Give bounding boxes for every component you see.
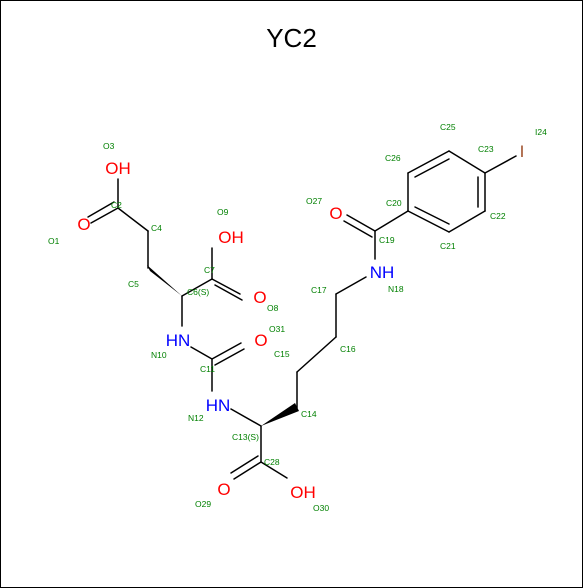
index-c2: C2 xyxy=(111,200,122,210)
bond-c22-c21 xyxy=(448,210,486,233)
bond-c17-n18 xyxy=(335,276,367,295)
atom-n10: HN xyxy=(166,331,191,350)
index-c16: C16 xyxy=(340,344,356,354)
index-c7: C7 xyxy=(204,265,215,275)
bond-c26-c25 xyxy=(407,150,450,174)
index-c28: C28 xyxy=(264,457,280,467)
index-c14: C14 xyxy=(301,409,317,419)
index-o1: O1 xyxy=(48,236,60,246)
index-c21: C21 xyxy=(440,241,456,251)
index-n18: N18 xyxy=(388,284,404,294)
atom-o27: O xyxy=(329,204,342,223)
atom-n12: HN xyxy=(206,396,231,415)
bond-c2-c4 xyxy=(117,207,149,232)
index-c26: C26 xyxy=(385,153,401,163)
atom-symbols: OH O OH O HN O HN O OH O NH I xyxy=(77,142,524,502)
bond-c2-o1 xyxy=(87,201,119,224)
index-c20: C20 xyxy=(386,198,402,208)
bond-c28-o29 xyxy=(230,455,262,480)
atom-i24: I xyxy=(520,142,525,161)
atom-o3: OH xyxy=(105,159,131,178)
index-c25: C25 xyxy=(440,122,456,132)
bond-c28-o30 xyxy=(260,461,288,479)
atom-o31: O xyxy=(254,331,267,350)
index-c13: C13(S) xyxy=(232,432,259,442)
atom-o30: OH xyxy=(290,483,316,502)
index-c6: C6(S) xyxy=(187,287,209,297)
bond-c11-o31 xyxy=(211,342,245,366)
index-i24: I24 xyxy=(535,127,547,137)
index-c22: C22 xyxy=(490,211,506,221)
index-c23: C23 xyxy=(478,144,494,154)
atom-o29: O xyxy=(217,480,230,499)
atom-o8: O xyxy=(253,288,266,307)
bond-n12-c13 xyxy=(230,408,262,427)
index-c17: C17 xyxy=(311,285,327,295)
wedge-c13-c14 xyxy=(261,403,299,426)
index-c5: C5 xyxy=(128,279,139,289)
index-o27: O27 xyxy=(306,196,322,206)
bond-c7-o8 xyxy=(211,278,243,301)
index-o3: O3 xyxy=(103,141,115,151)
molecule-title: YC2 xyxy=(266,23,317,53)
atom-o1: O xyxy=(77,215,90,234)
bond-c15-c16 xyxy=(296,336,337,373)
bond-c23-i24 xyxy=(484,155,517,174)
index-c11: C11 xyxy=(200,364,215,374)
bond-aromatic-inner xyxy=(414,158,479,225)
bond-c19-c20 xyxy=(374,210,409,232)
index-o30: O30 xyxy=(313,503,329,513)
bond-c21-c20 xyxy=(407,210,450,233)
atom-o9: OH xyxy=(218,228,244,247)
index-c19: C19 xyxy=(379,235,395,245)
index-n12: N12 xyxy=(188,413,204,423)
atom-n18: NH xyxy=(370,263,395,282)
index-c15: C15 xyxy=(274,349,290,359)
index-o8: O8 xyxy=(267,303,279,313)
bond-n10-c11 xyxy=(190,346,213,360)
index-o29: O29 xyxy=(195,499,211,509)
bond-c19-o27 xyxy=(343,214,376,238)
bonds xyxy=(87,150,517,480)
bond-c6-c7 xyxy=(181,278,213,297)
bond-c25-c23 xyxy=(448,150,486,174)
index-o31: O31 xyxy=(269,324,285,334)
index-n10: N10 xyxy=(151,350,167,360)
atom-indices: O3 C2 O1 C4 O9 C7 C5 C6(S) O8 O31 N10 C1… xyxy=(48,122,547,513)
wedge-c6-c5 xyxy=(147,265,182,296)
index-o9: O9 xyxy=(217,207,229,217)
index-c4: C4 xyxy=(151,223,162,233)
